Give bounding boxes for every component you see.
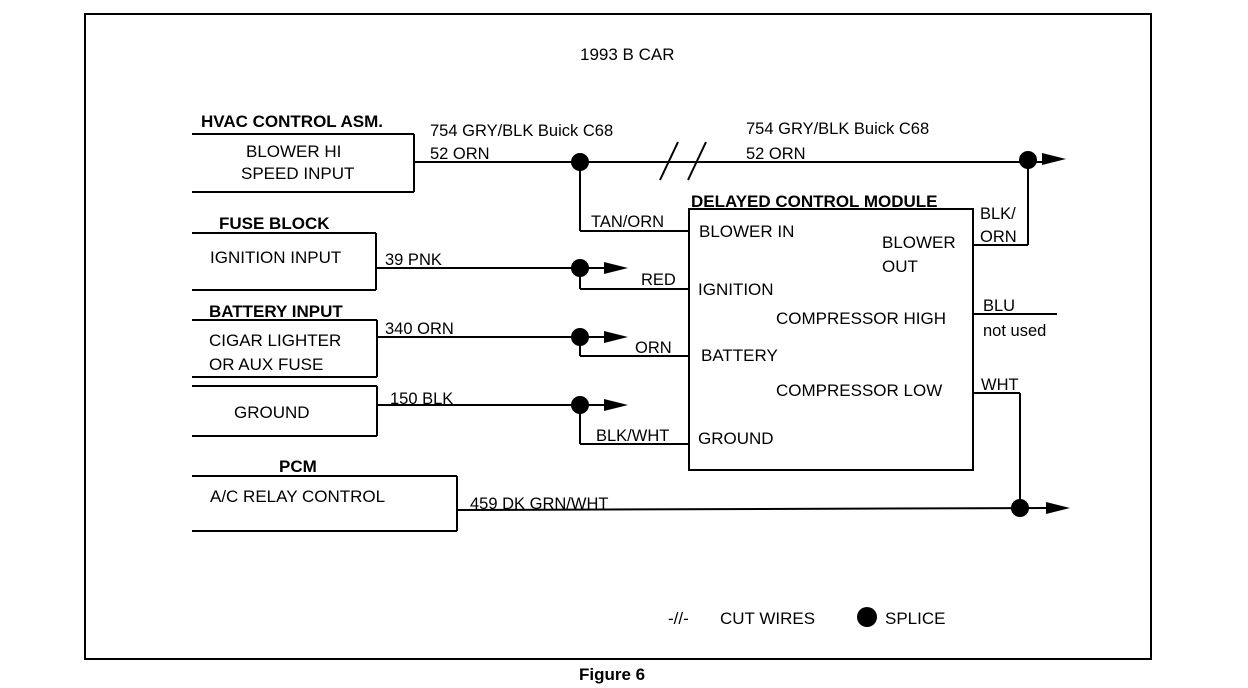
label-hvac-top: 754 GRY/BLK Buick C68 [430, 122, 613, 140]
splice-dot [1019, 151, 1037, 169]
legend-splice-icon [857, 607, 877, 627]
label-blk-orn-1: BLK/ [980, 205, 1016, 223]
pcm-block: PCM A/C RELAY CONTROL [192, 457, 458, 532]
figure-caption: Figure 6 [579, 665, 645, 684]
wire-459-grn-wht [456, 507, 1047, 511]
module-title: DELAYED CONTROL MODULE [691, 192, 938, 211]
cut-mark-2 [687, 141, 707, 181]
module-ground: GROUND [698, 429, 774, 448]
arrow-icon [1042, 153, 1066, 165]
diagram-border [84, 13, 1152, 660]
pcm-heading: PCM [279, 457, 317, 476]
label-blk-orn-2: ORN [980, 228, 1017, 246]
wires [376, 141, 1057, 511]
delayed-control-module: DELAYED CONTROL MODULE BLOWER IN BLOWER … [688, 192, 974, 471]
legend-cut-label: CUT WIRES [720, 609, 815, 628]
splice-dot [571, 396, 589, 414]
module-blower-out-2: OUT [882, 257, 918, 276]
arrow-icon [604, 331, 628, 343]
legend: -//- CUT WIRES SPLICE [668, 607, 945, 628]
label-out-top: 754 GRY/BLK Buick C68 [746, 120, 929, 138]
hvac-line1: BLOWER HI [246, 142, 341, 161]
pcm-line1: A/C RELAY CONTROL [210, 487, 385, 506]
fuse-line1: IGNITION INPUT [210, 248, 341, 267]
battery-heading: BATTERY INPUT [209, 302, 343, 321]
label-150-blk: 150 BLK [390, 390, 453, 408]
label-blu: BLU [983, 297, 1015, 315]
label-hvac-bottom: 52 ORN [430, 145, 490, 163]
arrow-icon [1046, 502, 1070, 514]
label-tan-orn: TAN/ORN [591, 213, 664, 231]
arrow-icon [604, 262, 628, 274]
label-out-bottom: 52 ORN [746, 145, 806, 163]
label-39-pnk: 39 PNK [385, 251, 442, 269]
label-459-grn-wht: 459 DK GRN/WHT [470, 495, 608, 513]
label-340-orn: 340 ORN [385, 320, 454, 338]
splice-dot [571, 153, 589, 171]
arrow-icon [604, 399, 628, 411]
label-not-used: not used [983, 322, 1046, 340]
legend-splice-label: SPLICE [885, 609, 945, 628]
module-compressor-low: COMPRESSOR LOW [776, 381, 942, 400]
label-orn: ORN [635, 339, 672, 357]
module-battery: BATTERY [701, 346, 778, 365]
hvac-control-block: HVAC CONTROL ASM. BLOWER HI SPEED INPUT [192, 112, 415, 193]
arrowheads [604, 153, 1070, 514]
splice-dot [1011, 499, 1029, 517]
legend-cut-symbol: -//- [668, 609, 689, 628]
label-red: RED [641, 271, 676, 289]
ground-block: GROUND [192, 385, 378, 437]
splice-dot [571, 259, 589, 277]
battery-line2: OR AUX FUSE [209, 355, 323, 374]
module-ignition: IGNITION [698, 280, 774, 299]
battery-line1: CIGAR LIGHTER [209, 331, 341, 350]
splices [571, 151, 1037, 517]
module-compressor-high: COMPRESSOR HIGH [776, 309, 946, 328]
hvac-line2: SPEED INPUT [241, 164, 354, 183]
cut-mark-1 [659, 141, 679, 181]
splice-dot [571, 328, 589, 346]
label-blk-wht: BLK/WHT [596, 427, 669, 445]
fuse-block: FUSE BLOCK IGNITION INPUT [192, 214, 377, 291]
diagram-title: 1993 B CAR [580, 45, 675, 64]
module-blower-in: BLOWER IN [699, 222, 794, 241]
fuse-heading: FUSE BLOCK [219, 214, 330, 233]
battery-input-block: BATTERY INPUT CIGAR LIGHTER OR AUX FUSE [192, 302, 378, 378]
ground-line1: GROUND [234, 403, 310, 422]
label-wht: WHT [981, 376, 1019, 394]
module-blower-out-1: BLOWER [882, 233, 956, 252]
hvac-heading: HVAC CONTROL ASM. [201, 112, 383, 131]
